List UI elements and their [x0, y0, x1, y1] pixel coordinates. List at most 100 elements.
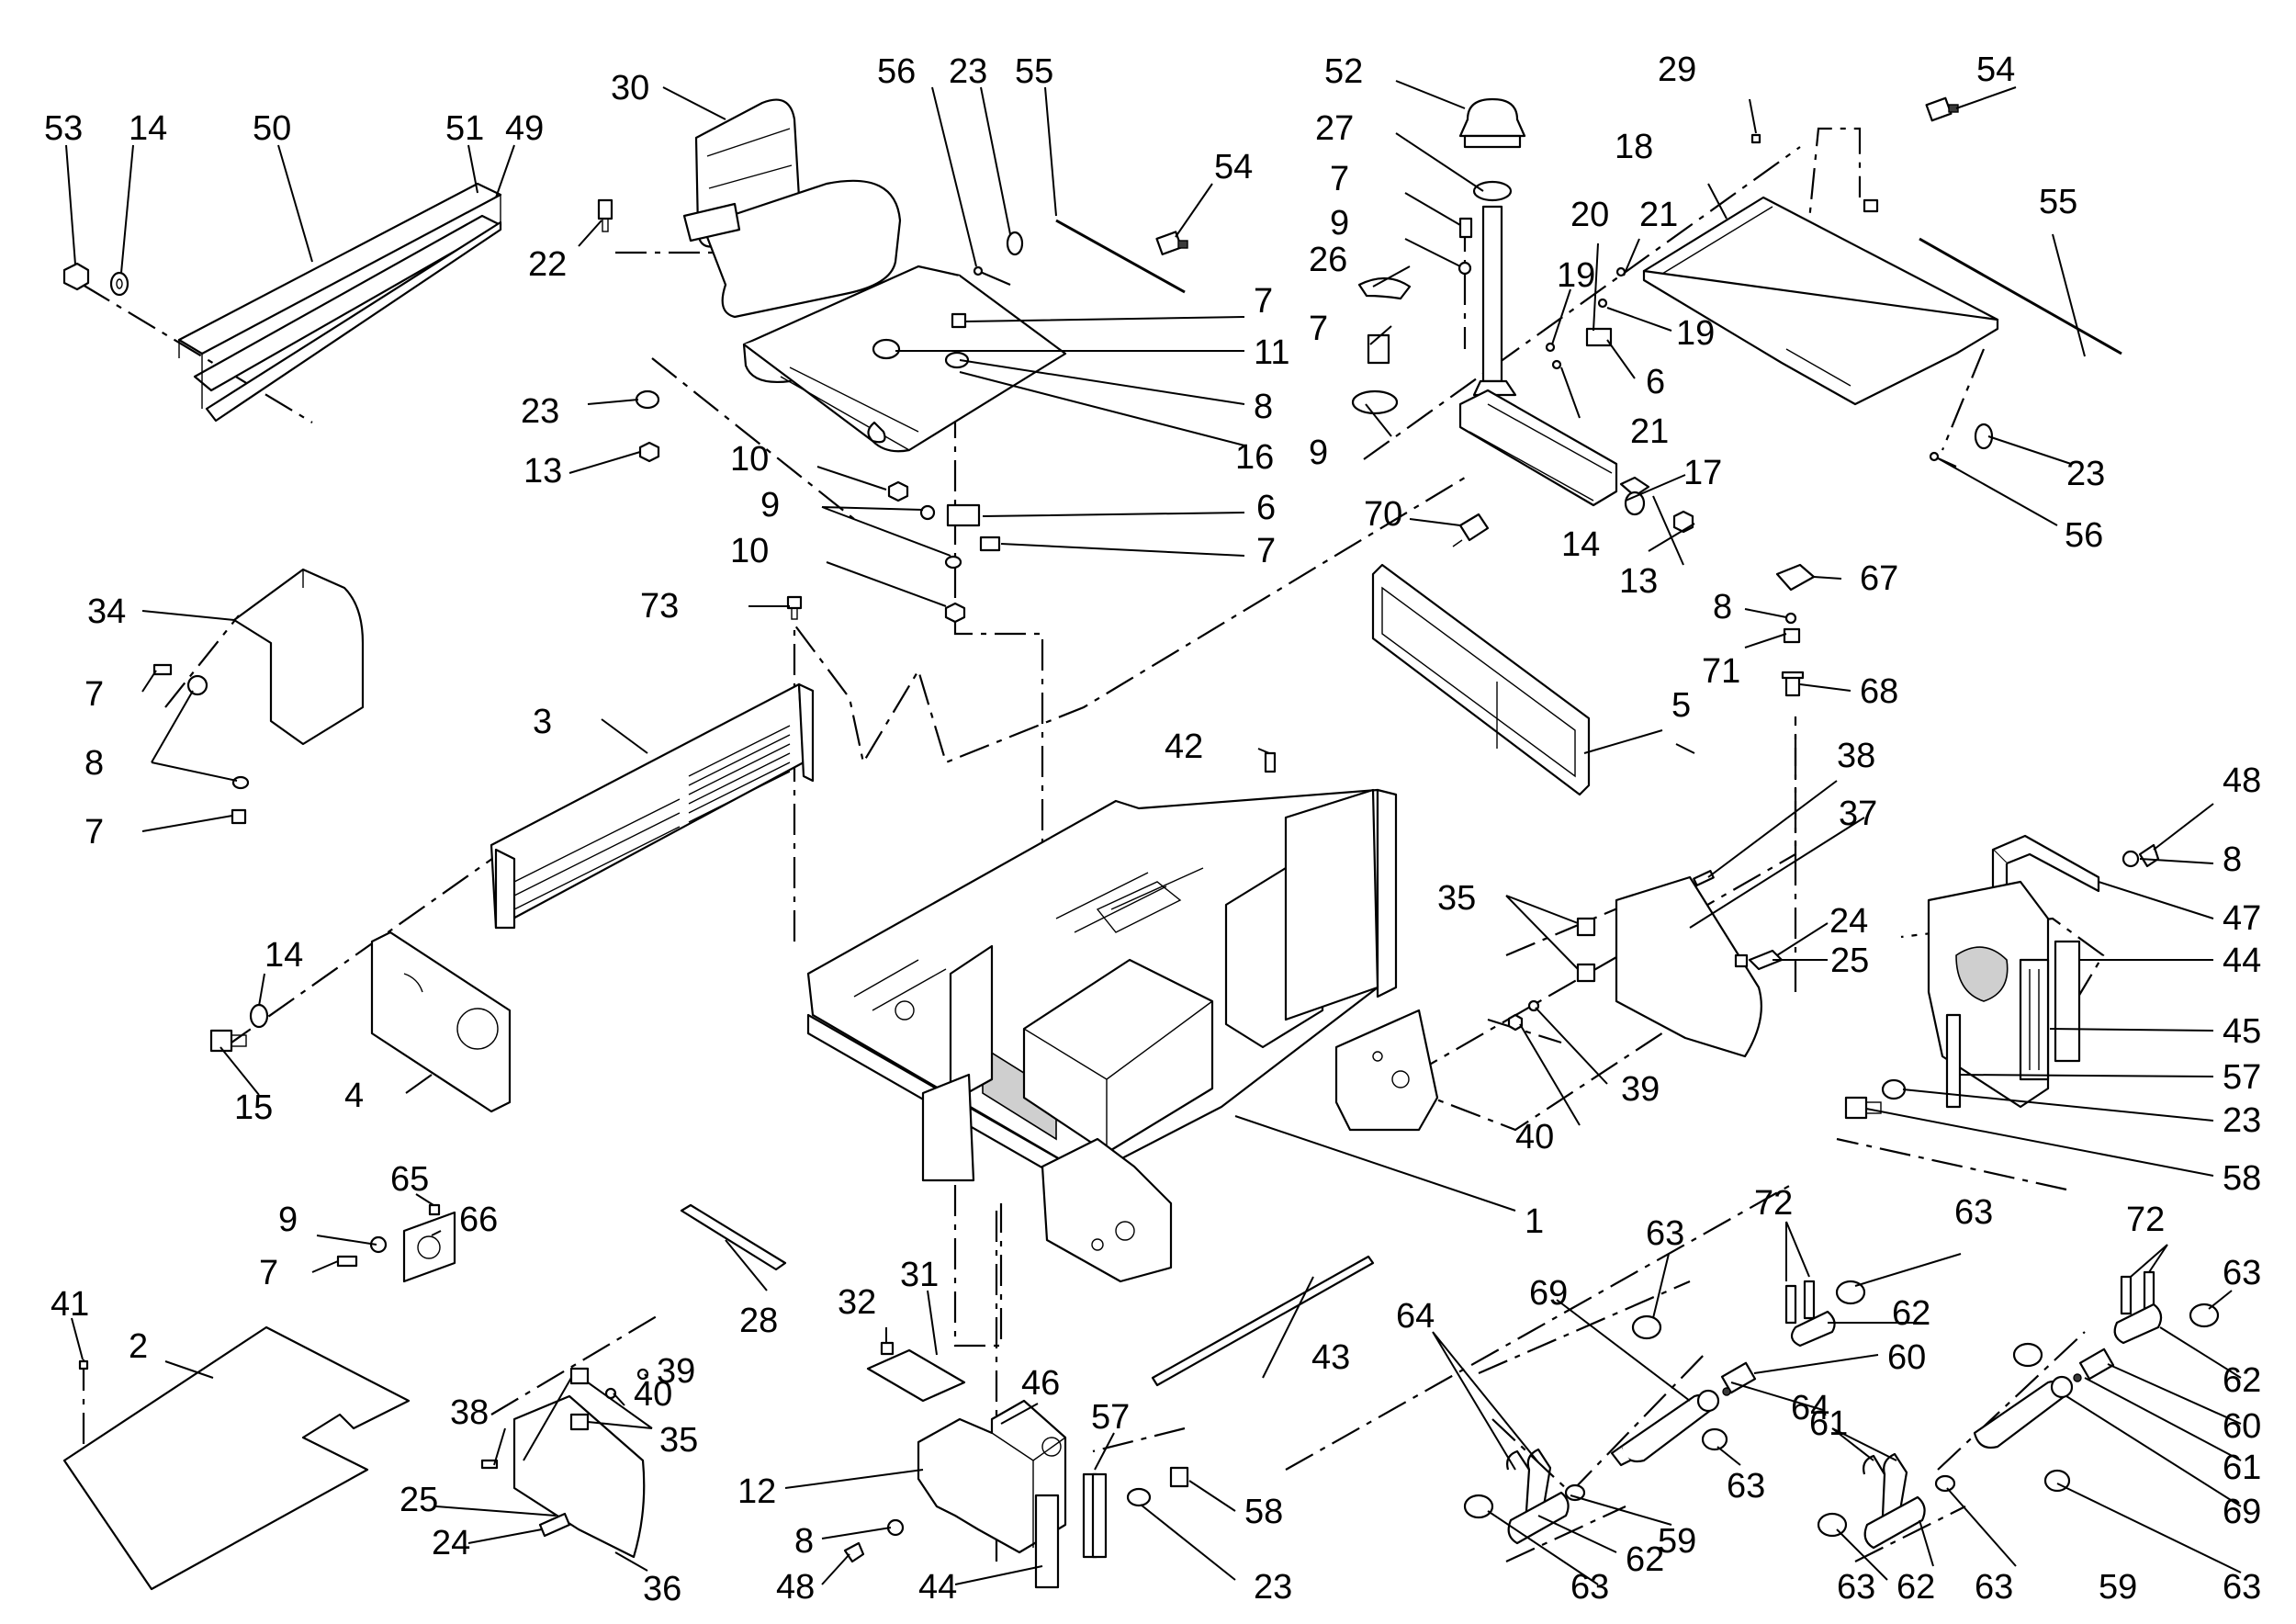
- callout: 7: [84, 813, 104, 851]
- callout: 29: [1658, 51, 1696, 89]
- part-37-cover: [1615, 875, 1762, 1058]
- callout: 44: [918, 1568, 957, 1607]
- callout: 39: [657, 1352, 695, 1391]
- part-7-11-16-seat-hardware: [872, 312, 970, 369]
- callout: 37: [1839, 795, 1877, 833]
- callout: 60: [2223, 1407, 2261, 1446]
- part-52-beacon: [1458, 97, 1526, 149]
- callout: 7: [1254, 282, 1273, 321]
- callout: 58: [2223, 1159, 2261, 1198]
- callout: 72: [2126, 1201, 2165, 1239]
- callout: 25: [1830, 942, 1869, 980]
- part-23-13-left: [635, 389, 660, 463]
- callout: 9: [1330, 204, 1349, 242]
- callout: 54: [1214, 148, 1253, 186]
- callout: 7: [1330, 160, 1349, 198]
- part-62-72-upper-left-pin: [1784, 1280, 1836, 1348]
- part-23-washer: [1006, 231, 1024, 256]
- callout: 53: [44, 109, 83, 148]
- part-5-panel: [1371, 563, 1591, 796]
- part-73-bolt: [786, 595, 803, 620]
- callout: 56: [2065, 516, 2103, 555]
- callout: 32: [838, 1283, 876, 1322]
- callout: 5: [1671, 686, 1691, 725]
- callout: 8: [1713, 588, 1732, 626]
- callout: 23: [949, 52, 987, 91]
- callout: 48: [776, 1568, 815, 1607]
- callout: 9: [760, 486, 780, 524]
- callout: 26: [1309, 241, 1347, 279]
- callout: 64: [1396, 1297, 1435, 1336]
- callout: 54: [1976, 51, 2015, 89]
- part-43-strip: [1151, 1255, 1375, 1387]
- callout: 6: [1256, 489, 1276, 527]
- callout-leaders: [65, 80, 2242, 1585]
- callout: 35: [659, 1421, 698, 1460]
- callout: 40: [1515, 1118, 1554, 1156]
- callout: 7: [259, 1254, 278, 1292]
- callout: 55: [2039, 183, 2077, 221]
- part-53-nut: [62, 262, 90, 291]
- part-14-13-right: [1624, 491, 1694, 534]
- callout: 14: [129, 109, 167, 148]
- callout: 1: [1525, 1202, 1544, 1241]
- callout: 12: [737, 1472, 776, 1511]
- part-44-pad-right: [2054, 940, 2081, 1063]
- callout: 63: [2223, 1568, 2261, 1607]
- callout: 50: [253, 109, 291, 148]
- callout: 57: [1091, 1398, 1130, 1437]
- part-44-57-58-23-left: [1034, 1466, 1189, 1589]
- callout: 60: [1887, 1338, 1926, 1377]
- callout: 30: [611, 69, 649, 107]
- callout: 69: [1529, 1274, 1568, 1313]
- callout: 21: [1639, 196, 1678, 234]
- part-19-20-21-6-bracket: [1545, 266, 1626, 370]
- callout: 17: [1683, 454, 1722, 492]
- callout: 45: [2223, 1012, 2261, 1051]
- callout: 20: [1570, 196, 1609, 234]
- assembly-centerlines: [82, 127, 2105, 1562]
- callout: 23: [1254, 1568, 1292, 1607]
- callout: 52: [1324, 52, 1363, 91]
- callout: 59: [1658, 1522, 1696, 1561]
- callout: 3: [533, 703, 552, 741]
- part-70-fitting: [1452, 513, 1490, 547]
- callout: 18: [1615, 128, 1653, 166]
- part-56-pin: [973, 265, 1011, 287]
- callout: 40: [634, 1375, 672, 1414]
- part-14-15-bolt: [209, 1003, 269, 1053]
- callout: 72: [1754, 1184, 1793, 1223]
- callout: 25: [400, 1481, 438, 1519]
- callout: 43: [1311, 1338, 1350, 1377]
- callout: 56: [877, 52, 916, 91]
- callout: 34: [87, 592, 126, 631]
- callout: 63: [1954, 1193, 1993, 1232]
- callout: 14: [264, 936, 303, 975]
- callout: 48: [2223, 761, 2261, 800]
- callout: 73: [640, 587, 679, 626]
- callout: 63: [2223, 1254, 2261, 1292]
- callout: 47: [2223, 899, 2261, 938]
- callout: 7: [84, 675, 104, 714]
- callout: 15: [234, 1088, 273, 1127]
- callout: 8: [1254, 388, 1273, 426]
- part-64-59-62-lower-left: [1463, 1448, 1586, 1545]
- callout: 24: [432, 1524, 470, 1562]
- callout: 9: [1309, 434, 1328, 472]
- part-54-switch-right: [1925, 96, 1959, 122]
- part-67-71-68-8-latch: [1775, 563, 1816, 697]
- part-28-strip: [680, 1203, 787, 1271]
- part-17-mount-bar: [1458, 389, 1650, 507]
- callout: 14: [1561, 525, 1600, 564]
- callout: 70: [1364, 495, 1402, 534]
- callout: 23: [2223, 1101, 2261, 1140]
- callout: 55: [1015, 52, 1053, 91]
- callout: 58: [1244, 1493, 1283, 1531]
- part-41-2-floor: [62, 1325, 411, 1591]
- callout: 38: [450, 1393, 489, 1432]
- callout: 39: [1621, 1070, 1660, 1109]
- callout: 63: [1837, 1568, 1875, 1607]
- part-10-9-6-7-clamp: [887, 480, 1001, 624]
- part-34-cover: [232, 568, 365, 746]
- callout: 63: [1727, 1467, 1765, 1506]
